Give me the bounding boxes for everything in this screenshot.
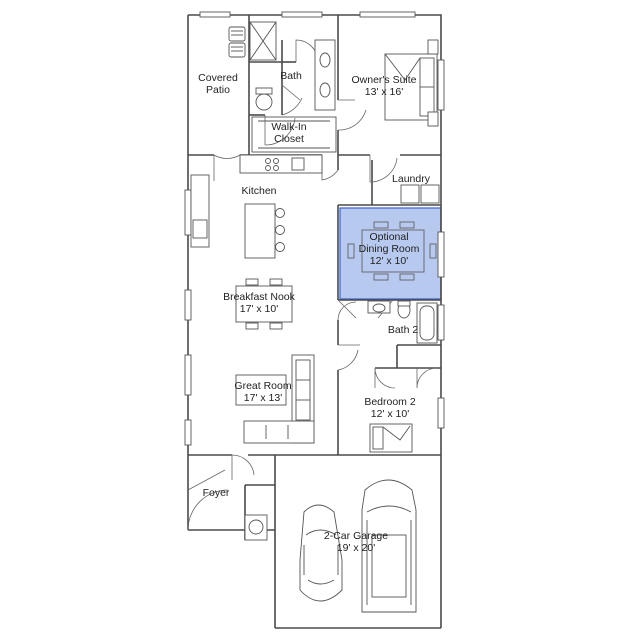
bedroom-2-bed bbox=[369, 423, 413, 453]
bath-2-fixtures bbox=[367, 300, 438, 344]
optional-dining-size: 12' x 10' bbox=[370, 255, 408, 267]
owners-suite-label: Owner's Suite bbox=[351, 74, 416, 86]
laundry-fixtures bbox=[400, 184, 440, 204]
bedroom-2-size: 12' x 10' bbox=[371, 408, 409, 420]
patio-chairs bbox=[228, 26, 246, 58]
bath-2-label: Bath 2 bbox=[388, 324, 419, 336]
optional-dining-label-line2: Dining Room bbox=[359, 243, 420, 255]
walk-in-closet-label-line1: Walk-In bbox=[271, 121, 306, 133]
kitchen-fixtures bbox=[190, 154, 323, 259]
owners-suite-size: 13' x 16' bbox=[365, 86, 403, 98]
garage-van bbox=[361, 479, 417, 613]
kitchen-label: Kitchen bbox=[241, 185, 276, 197]
laundry-label: Laundry bbox=[392, 173, 431, 185]
walk-in-closet-label-line2: Closet bbox=[274, 133, 304, 145]
room-labels: Covered Patio Bath Owner's Suite 13' x 1… bbox=[198, 70, 431, 554]
sectional-sofa bbox=[235, 354, 315, 444]
garage-label: 2-Car Garage bbox=[324, 530, 388, 542]
dining-table bbox=[347, 221, 437, 281]
breakfast-nook-label: Breakfast Nook bbox=[223, 291, 296, 303]
covered-patio-label-line2: Patio bbox=[206, 84, 230, 96]
garage-car bbox=[299, 504, 343, 602]
closet-shelves bbox=[251, 116, 337, 153]
owners-bed bbox=[384, 39, 439, 127]
owner-bath-fixtures bbox=[249, 21, 336, 111]
great-room-size: 17' x 13' bbox=[244, 392, 282, 404]
water-heater bbox=[244, 514, 268, 541]
garage-size: 19' x 20' bbox=[337, 542, 375, 554]
bath-label: Bath bbox=[280, 70, 302, 82]
great-room-label: Great Room bbox=[234, 380, 291, 392]
optional-dining-label-line1: Optional bbox=[369, 231, 408, 243]
bedroom-2-label: Bedroom 2 bbox=[364, 396, 416, 408]
breakfast-nook-size: 17' x 10' bbox=[240, 303, 278, 315]
foyer-label: Foyer bbox=[203, 487, 230, 499]
nook-table bbox=[235, 278, 293, 330]
covered-patio-label-line1: Covered bbox=[198, 72, 238, 84]
interior-walls bbox=[188, 15, 441, 540]
